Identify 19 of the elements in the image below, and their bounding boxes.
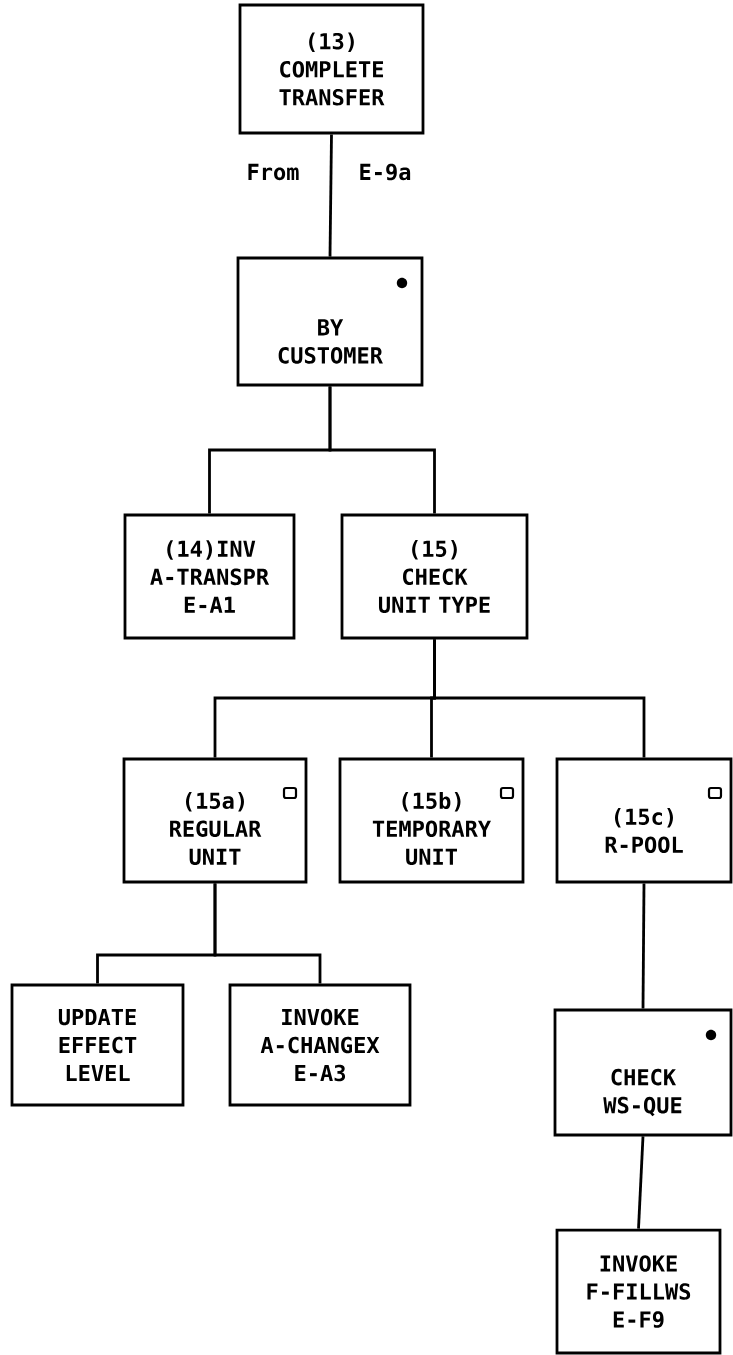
connector-line <box>213 883 322 984</box>
process-box: (15) CHECK UNIT TYPE <box>340 513 529 640</box>
connector-line <box>328 134 333 257</box>
process-box: (13) COMPLETE TRANSFER <box>238 3 425 135</box>
process-box: (15b) TEMPORARY UNIT <box>338 757 525 884</box>
annotation-text: From <box>248 163 299 181</box>
process-box: (14)INV A-TRANSPR E-A1 <box>123 513 296 640</box>
process-box: CHECK WS-QUE <box>553 1008 733 1137</box>
process-box: INVOKE F-FILLWS E-F9 <box>555 1228 722 1355</box>
connector-line <box>641 883 646 1009</box>
connector-line <box>328 386 436 514</box>
connector-line <box>637 1136 645 1229</box>
process-box: UPDATE EFFECT LEVEL <box>10 983 185 1107</box>
annotation-text: E-9a <box>360 163 411 181</box>
connector-line <box>433 639 646 758</box>
process-box: (15a) REGULAR UNIT <box>122 757 308 884</box>
process-box: (15c) R-POOL <box>555 757 733 884</box>
process-box: BY CUSTOMER <box>236 256 424 387</box>
process-box: INVOKE A-CHANGEX E-A3 <box>228 983 412 1107</box>
